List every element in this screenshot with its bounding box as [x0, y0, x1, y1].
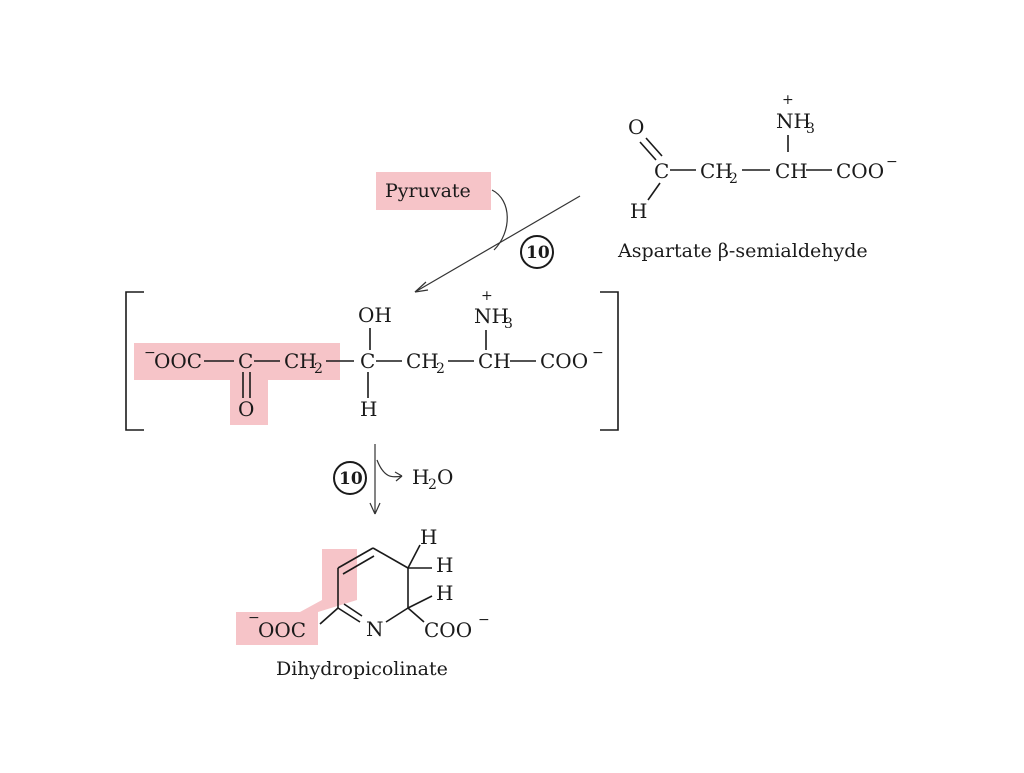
- dihydropicolinate-label: Dihydropicolinate: [276, 658, 448, 680]
- svg-text:COO: COO: [836, 159, 884, 183]
- svg-text:10: 10: [339, 469, 363, 489]
- reaction-arrow-1: [414, 189, 581, 293]
- aspartate-semialdehyde-structure: + NH 3 O C CH 2 CH COO − H: [628, 92, 898, 223]
- svg-text:2: 2: [729, 171, 738, 187]
- svg-text:H: H: [360, 397, 377, 421]
- svg-text:C: C: [360, 349, 375, 373]
- svg-text:O: O: [628, 115, 644, 139]
- svg-text:H: H: [412, 465, 429, 489]
- pyruvate-highlight: [376, 172, 491, 210]
- water-label: H 2 O: [412, 465, 453, 493]
- step-10-bottom: 10: [333, 461, 367, 495]
- svg-text:3: 3: [806, 121, 815, 137]
- step-10-top: 10: [520, 235, 554, 269]
- svg-text:OOC: OOC: [258, 618, 306, 642]
- svg-text:−: −: [248, 610, 260, 626]
- svg-text:C: C: [654, 159, 669, 183]
- svg-text:NH: NH: [776, 109, 811, 133]
- svg-text:OOC: OOC: [154, 349, 202, 373]
- svg-text:CH: CH: [284, 349, 317, 373]
- svg-text:O: O: [238, 397, 254, 421]
- svg-text:+: +: [782, 92, 794, 108]
- svg-text:CH: CH: [700, 159, 733, 183]
- svg-text:H: H: [436, 581, 453, 605]
- pyruvate-label: Pyruvate: [385, 180, 471, 202]
- svg-text:NH: NH: [474, 304, 509, 328]
- svg-text:2: 2: [428, 477, 437, 493]
- svg-text:2: 2: [314, 361, 323, 377]
- svg-text:−: −: [144, 345, 156, 361]
- svg-text:CH: CH: [775, 159, 808, 183]
- svg-text:O: O: [437, 465, 453, 489]
- svg-text:+: +: [481, 288, 493, 304]
- svg-text:−: −: [886, 154, 898, 170]
- intermediate-structure: OH + NH 3 − OOC C CH 2 C CH 2 CH COO − O…: [144, 288, 604, 421]
- svg-text:H: H: [436, 553, 453, 577]
- svg-text:H: H: [630, 199, 647, 223]
- svg-text:CH: CH: [406, 349, 439, 373]
- svg-text:CH: CH: [478, 349, 511, 373]
- svg-text:2: 2: [436, 361, 445, 377]
- dihydropicolinate-structure: N H H H COO − − OOC: [248, 525, 490, 642]
- svg-text:OH: OH: [358, 303, 392, 327]
- svg-text:−: −: [592, 345, 604, 361]
- aspartate-label: Aspartate β-semialdehyde: [617, 240, 868, 262]
- product-highlight: [236, 549, 357, 645]
- svg-text:N: N: [366, 617, 384, 641]
- svg-text:10: 10: [526, 243, 550, 263]
- intermediate-highlight: [134, 343, 340, 425]
- bracket-left: [125, 291, 144, 431]
- svg-text:H: H: [420, 525, 437, 549]
- svg-text:−: −: [478, 612, 490, 628]
- svg-text:C: C: [238, 349, 253, 373]
- svg-text:COO: COO: [540, 349, 588, 373]
- bracket-right: [600, 291, 619, 431]
- svg-text:COO: COO: [424, 618, 472, 642]
- svg-text:3: 3: [504, 316, 513, 332]
- reaction-arrow-2: [369, 444, 403, 515]
